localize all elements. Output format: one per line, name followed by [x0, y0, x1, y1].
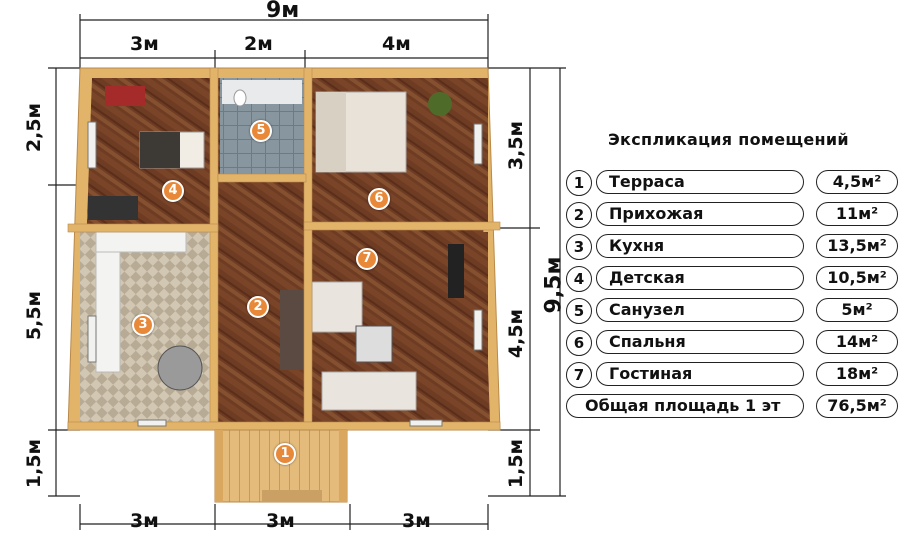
dimension-lines: [48, 14, 566, 530]
legend-row-1: 1 Терраса 4,5м²: [566, 170, 906, 196]
windows: [87, 121, 483, 427]
legend-room-area: 14м²: [816, 330, 898, 354]
legend-room-name: Терраса: [596, 170, 804, 194]
terrace: [214, 429, 348, 503]
legend-row-2: 2 Прихожая 11м²: [566, 202, 906, 228]
room-marker-3: 3: [132, 314, 154, 336]
dim-top-total: 9м: [266, 0, 300, 23]
room-marker-4: 4: [162, 180, 184, 202]
legend-num: 7: [566, 362, 592, 388]
legend-room-area: 10,5м²: [816, 266, 898, 290]
room-kids: [88, 78, 210, 222]
legend-row-4: 4 Детская 10,5м²: [566, 266, 906, 292]
legend-row-7: 7 Гостиная 18м²: [566, 362, 906, 388]
room-bedroom: [310, 78, 488, 222]
dim-bottom-right: 3м: [402, 510, 431, 532]
legend-room-name: Детская: [596, 266, 804, 290]
dim-left-middle: 5,5м: [23, 290, 46, 341]
legend-room-area: 5м²: [816, 298, 898, 322]
legend-room-name: Прихожая: [596, 202, 804, 226]
legend-room-name: Гостиная: [596, 362, 804, 386]
dim-top-middle: 2м: [244, 33, 273, 55]
legend-room-area: 11м²: [816, 202, 898, 226]
legend-total-label: Общая площадь 1 эт: [566, 394, 804, 418]
legend-row-total: Общая площадь 1 эт 76,5м²: [566, 394, 906, 420]
room-marker-2: 2: [247, 296, 269, 318]
legend-num: 6: [566, 330, 592, 356]
room-marker-1: 1: [274, 443, 296, 465]
legend-num: 4: [566, 266, 592, 292]
legend-num: 5: [566, 298, 592, 324]
legend-total-area: 76,5м²: [816, 394, 898, 418]
legend-row-6: 6 Спальня 14м²: [566, 330, 906, 356]
dim-bottom-left: 3м: [130, 510, 159, 532]
legend-room-name: Санузел: [596, 298, 804, 322]
legend-room-name: Кухня: [596, 234, 804, 258]
legend-room-area: 4,5м²: [816, 170, 898, 194]
room-marker-5: 5: [250, 120, 272, 142]
room-marker-6: 6: [368, 188, 390, 210]
legend-num: 2: [566, 202, 592, 228]
dim-bottom-middle: 3м: [266, 510, 295, 532]
legend-room-name: Спальня: [596, 330, 804, 354]
legend-room-area: 18м²: [816, 362, 898, 386]
dim-left-upper: 2,5м: [23, 102, 46, 153]
legend-room-area: 13,5м²: [816, 234, 898, 258]
legend-num: 3: [566, 234, 592, 260]
dim-top-right: 4м: [382, 33, 411, 55]
legend-row-5: 5 Санузел 5м²: [566, 298, 906, 324]
room-living: [311, 232, 488, 422]
legend-title: Экспликация помещений: [608, 130, 849, 149]
internal-walls: [67, 67, 501, 431]
room-marker-7: 7: [356, 248, 378, 270]
legend-num: 1: [566, 170, 592, 196]
dim-right-middle: 4,5м: [505, 308, 528, 359]
legend-row-3: 3 Кухня 13,5м²: [566, 234, 906, 260]
dim-top-left: 3м: [130, 33, 159, 55]
dim-right-upper: 3,5м: [505, 120, 528, 171]
dim-left-lower: 1,5м: [23, 438, 46, 489]
dim-right-total: 9,5м: [541, 256, 567, 314]
dim-right-lower: 1,5м: [505, 438, 528, 489]
